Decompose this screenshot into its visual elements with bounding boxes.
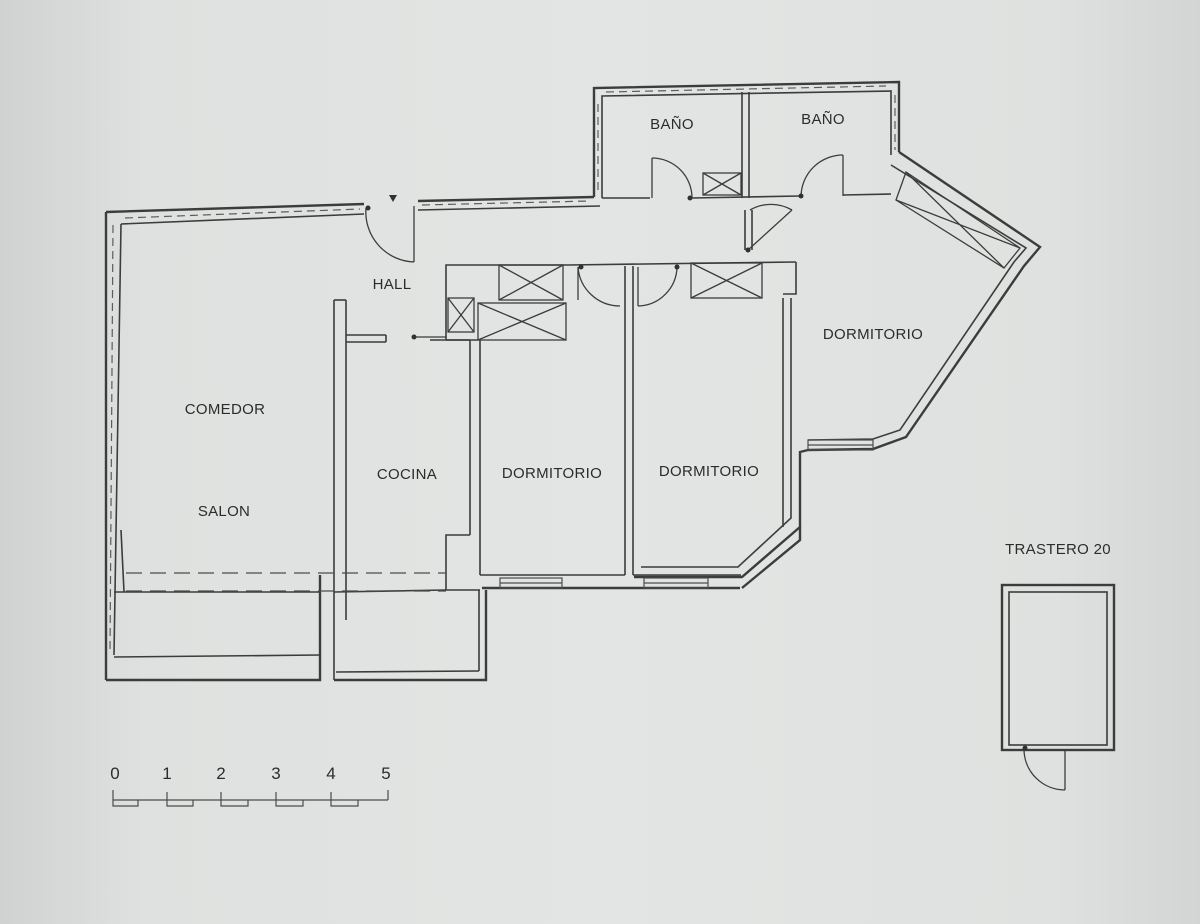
interior-walls [114,92,892,680]
doors [365,154,844,340]
closets-and-shafts [447,170,1021,341]
windows [499,439,874,589]
scale-tick-5: 5 [381,764,390,783]
scale-tick-4: 4 [326,764,335,783]
label-hall: HALL [373,276,412,293]
label-trastero: TRASTERO 20 [1005,541,1111,558]
label-cocina: COCINA [377,466,437,483]
label-comedor: COMEDOR [185,401,265,418]
scale-tick-2: 2 [216,764,225,783]
label-dormitorio-top: DORMITORIO [823,326,923,343]
scale-tick-0: 0 [110,764,119,783]
scale-tick-3: 3 [271,764,280,783]
label-dormitorio-mid-left: DORMITORIO [502,465,602,482]
room-labels: BAÑO BAÑO HALL DORMITORIO COMEDOR SALON … [185,111,923,520]
terrace-dashed-lines [126,572,446,592]
label-salon: SALON [198,503,250,520]
outer-walls [104,80,1042,682]
trastero: TRASTERO 20 [1000,541,1116,791]
label-bano-left: BAÑO [650,116,694,133]
label-dormitorio-mid-right: DORMITORIO [659,463,759,480]
label-bano-right: BAÑO [801,111,845,128]
scale-bar: 0 1 2 3 4 5 [110,764,391,807]
scale-tick-1: 1 [162,764,171,783]
